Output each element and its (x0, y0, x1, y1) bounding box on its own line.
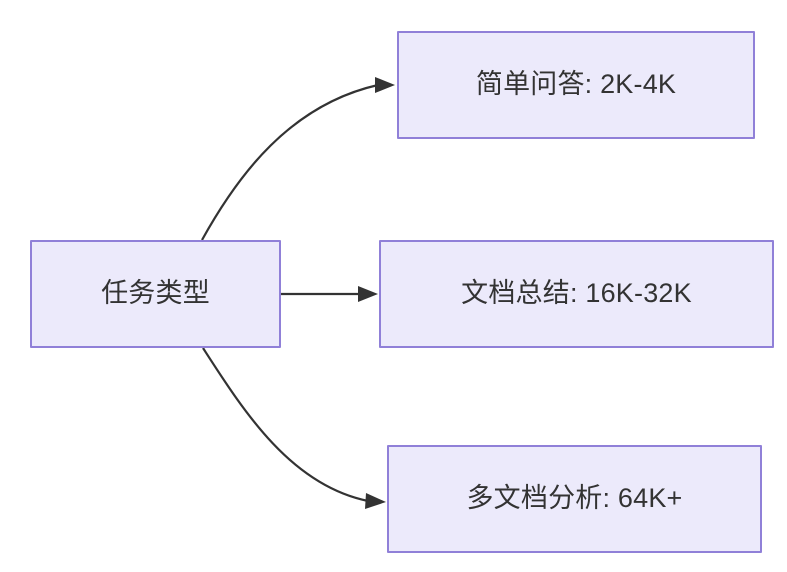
edge-root-to-multi-doc-path (202, 347, 369, 503)
node-multi-doc-analysis-label: 多文档分析: 64K+ (466, 483, 683, 514)
edge-root-to-multi-doc-arrowhead (365, 493, 386, 509)
edge-root-to-simple-qa (201, 77, 395, 241)
node-multi-doc-analysis[interactable]: 多文档分析: 64K+ (387, 445, 762, 553)
edge-root-to-simple-qa-arrowhead (375, 77, 395, 93)
edge-root-to-simple-qa-path (201, 83, 379, 241)
node-simple-qa-label: 简单问答: 2K-4K (475, 69, 677, 100)
node-task-type-label: 任务类型 (101, 278, 210, 309)
edge-root-to-doc-summary-arrowhead (358, 286, 378, 302)
node-task-type[interactable]: 任务类型 (30, 240, 281, 348)
node-doc-summary[interactable]: 文档总结: 16K-32K (379, 240, 774, 348)
edge-root-to-doc-summary (281, 286, 378, 302)
edge-root-to-multi-doc (202, 347, 386, 509)
node-doc-summary-label: 文档总结: 16K-32K (461, 278, 692, 309)
node-simple-qa[interactable]: 简单问答: 2K-4K (397, 31, 755, 139)
